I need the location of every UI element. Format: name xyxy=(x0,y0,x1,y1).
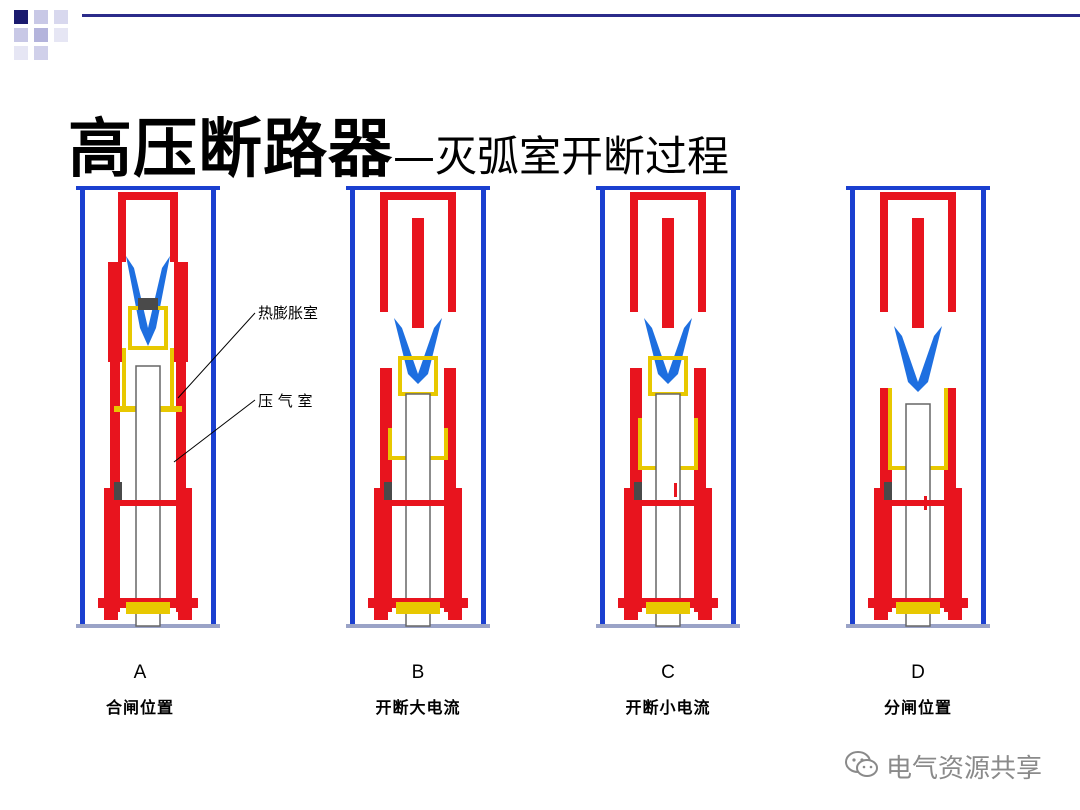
watermark: 电气资源共享 xyxy=(844,748,1042,785)
slide-title: 高压断路器—灭弧室开断过程 xyxy=(68,98,729,190)
title-main: 高压断路器 xyxy=(68,113,393,187)
title-sub: 灭弧室开断过程 xyxy=(435,132,730,181)
stage-b-diagram xyxy=(334,178,502,638)
stage-c-label: 开断小电流 xyxy=(625,698,711,717)
corner-decoration xyxy=(0,0,90,70)
stage-c-letter: C xyxy=(661,662,675,683)
watermark-text: 电气资源共享 xyxy=(885,754,1042,784)
puffer-chamber-label: 压 气 室 xyxy=(258,392,313,410)
stage-b-label: 开断大电流 xyxy=(375,698,461,717)
title-dash: — xyxy=(393,132,435,181)
stage-d-letter: D xyxy=(911,662,925,683)
thermal-chamber-label: 热膨胀室 xyxy=(258,304,319,322)
stage-a-label: 合闸位置 xyxy=(105,698,174,717)
stage-d-diagram xyxy=(834,178,1002,638)
stage-d-label: 分闸位置 xyxy=(883,698,952,717)
wechat-icon xyxy=(844,750,880,784)
stage-b-letter: B xyxy=(411,662,425,683)
header-rule xyxy=(82,14,1080,17)
stage-a-diagram xyxy=(64,178,232,638)
stage-c-diagram xyxy=(584,178,752,638)
stage-a-letter: A xyxy=(133,662,147,683)
